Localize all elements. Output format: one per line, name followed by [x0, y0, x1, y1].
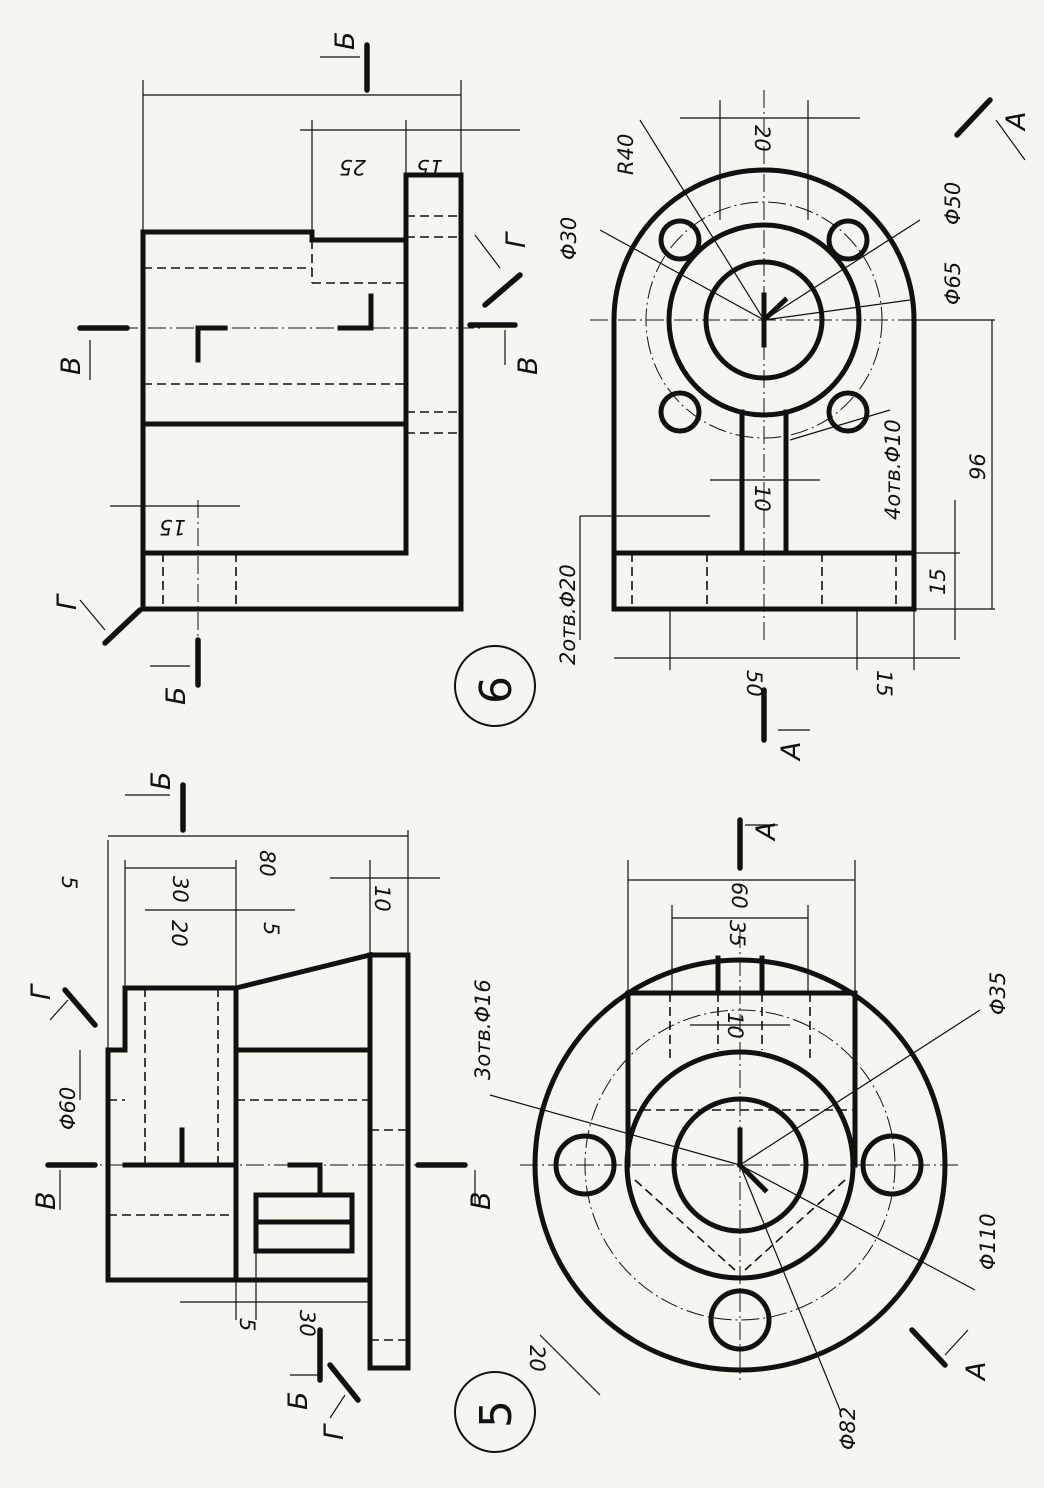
v6-dim-15b: 15	[159, 515, 186, 539]
v5-mark-b-top: Б	[146, 771, 177, 790]
v5-dim-30b: 30	[295, 1310, 319, 1337]
v6-dim-15b: 15	[872, 670, 896, 697]
v6-plan-view-labels: R40 20 Φ30 Φ50 Φ65 2отв.Φ20 10 4отв.Φ10 …	[556, 112, 1032, 762]
v5-number: 5	[471, 1400, 522, 1428]
v6-dim-phi65: Φ65	[941, 262, 965, 305]
v6-mark-g-right: Г	[501, 231, 532, 248]
v6-number: 6	[471, 676, 522, 704]
v6-mark-b-bottom: Б	[161, 686, 192, 705]
v6-dim-10: 10	[750, 485, 774, 512]
v5-dim-20: 20	[525, 1345, 549, 1372]
v5-plan-view-labels: 60 35 10 20 3отв.Φ16 Φ35 Φ110 Φ82 А А	[471, 822, 1010, 1450]
v6-holes-2xphi20: 2отв.Φ20	[556, 564, 580, 665]
v5-dim-phi110: Φ110	[976, 1213, 1000, 1270]
v5-dim-35: 35	[725, 920, 749, 947]
v5-mark-v-left: В	[31, 1191, 62, 1210]
v6-plan-view	[579, 90, 1026, 743]
v5-mark-v-right: В	[466, 1191, 497, 1210]
v6-dim-r40: R40	[614, 134, 638, 175]
v6-dim-96: 96	[966, 453, 990, 480]
v6-mark-a-bottom: А	[776, 742, 807, 762]
v5-mark-a-bottom: А	[961, 1362, 992, 1382]
v6-front-view	[77, 42, 523, 688]
v6-mark-b-top: Б	[330, 31, 361, 50]
v5-dim-10: 10	[370, 885, 394, 912]
v5-dim-5a: 5	[57, 876, 81, 889]
v5-dim-phi60: Φ60	[56, 1087, 80, 1130]
v6-mark-g-left: Г	[52, 593, 83, 610]
v5-mark-g-bottom: Г	[319, 1423, 350, 1440]
v6-variant-badge: 6	[454, 645, 536, 727]
v5-holes-3xphi16: 3отв.Φ16	[471, 979, 495, 1080]
v6-dim-50: 50	[742, 670, 766, 697]
v5-front-view	[45, 782, 476, 1419]
v5-dim-phi82: Φ82	[836, 1407, 860, 1450]
v5-dim-phi35: Φ35	[986, 972, 1010, 1015]
v5-dim-20: 20	[167, 920, 191, 947]
v5-variant-badge: 5	[454, 1371, 536, 1453]
v5-dim-60: 60	[727, 882, 751, 909]
v6-dim-phi30: Φ30	[557, 217, 581, 260]
v5-plan-view	[489, 817, 981, 1411]
v5-mark-a-top: А	[751, 822, 782, 842]
v5-mark-b-bottom: Б	[283, 1391, 314, 1410]
v5-dim-5b: 5	[259, 922, 283, 935]
v5-dim-80: 80	[255, 850, 279, 877]
v6-mark-v-right: В	[513, 356, 544, 375]
v6-mark-a-top: А	[1001, 112, 1032, 132]
v6-front-view-labels: 25 15 15 В В Б Б Г Г	[52, 31, 544, 705]
v6-dim-20: 20	[750, 125, 774, 152]
v6-holes-4xphi10: 4отв.Φ10	[881, 419, 905, 520]
v5-dim-30: 30	[168, 876, 192, 903]
v6-mark-v-left: В	[56, 356, 87, 375]
v6-dim-15a: 15	[416, 155, 443, 179]
v5-front-view-labels: 80 30 20 5 5 10 Φ60 30 5 В В Б Б Г Г	[26, 771, 497, 1440]
v5-mark-g-top: Г	[26, 983, 57, 1000]
v5-dim-5c: 5	[235, 1318, 259, 1331]
v6-dim-25: 25	[339, 155, 366, 179]
v6-dim-15: 15	[926, 568, 950, 595]
v5-dim-10: 10	[723, 1012, 747, 1039]
v6-dim-phi50: Φ50	[941, 182, 965, 225]
